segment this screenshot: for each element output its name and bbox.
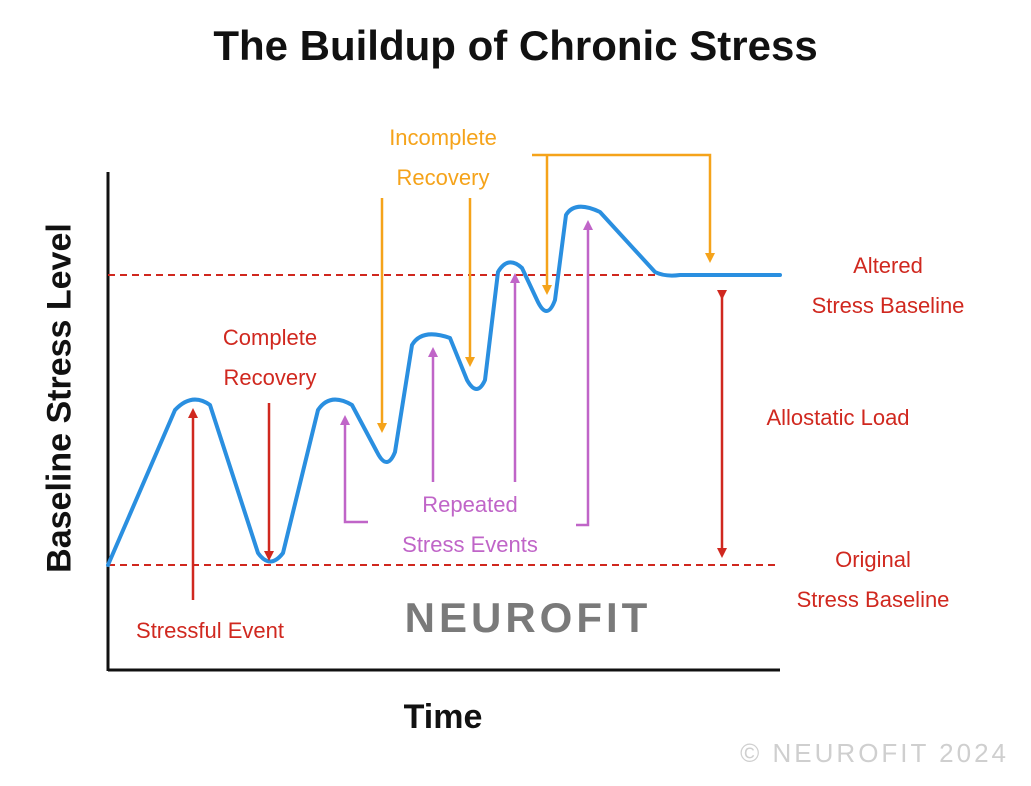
repeated-event-bracket-right (576, 220, 593, 527)
original-line1: Original (835, 547, 911, 572)
copyright-notice: © NEUROFIT 2024 (740, 738, 1009, 768)
stressful-event-label: Stressful Event (136, 611, 284, 651)
x-axis-label: Time (403, 698, 483, 736)
incomplete-recovery-line1: Incomplete (389, 125, 497, 150)
repeated-line1: Repeated (422, 492, 518, 517)
repeated-event-bracket-left (340, 415, 368, 524)
complete-recovery-line1: Complete (222, 325, 318, 350)
allostatic-load-label: Allostatic Load (766, 398, 909, 438)
complete-recovery-line2: Recovery (223, 365, 317, 390)
neurofit-logo: NEUROFIT (404, 594, 652, 641)
y-axis-label: Baseline Stress Level (40, 223, 79, 573)
incomplete-recovery-line2: Recovery (396, 165, 490, 190)
incomplete-recovery-bracket (532, 153, 715, 263)
stress-curve (106, 204, 782, 567)
complete-recovery-label: Complete Recovery (223, 318, 317, 398)
altered-line1: Altered (853, 253, 923, 278)
allostatic-load-text: Allostatic Load (766, 405, 910, 430)
original-line2: Stress Baseline (796, 587, 950, 612)
repeated-line2: Stress Events (402, 532, 538, 557)
diagram-title: The Buildup of Chronic Stress (213, 22, 818, 69)
altered-line2: Stress Baseline (811, 293, 965, 318)
original-baseline-label: Original Stress Baseline (797, 540, 950, 620)
incomplete-recovery-label: Incomplete Recovery (389, 118, 497, 198)
repeated-stress-events-label: Repeated Stress Events (402, 485, 538, 565)
altered-baseline-label: Altered Stress Baseline (812, 246, 965, 326)
stressful-event-text: Stressful Event (136, 618, 284, 643)
